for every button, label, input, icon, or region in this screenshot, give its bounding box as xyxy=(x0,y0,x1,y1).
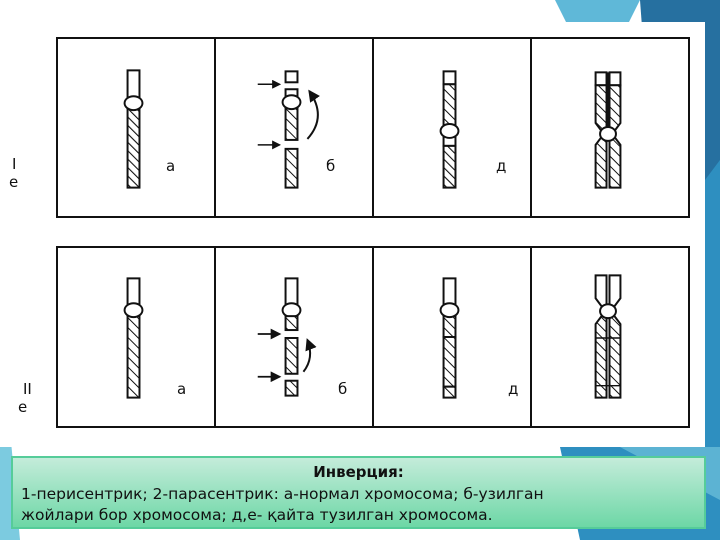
chromatid-pair-icon xyxy=(594,274,622,399)
caption-line-1: 1-перисентрик; 2-парасентрик: а-нормал х… xyxy=(21,485,544,503)
row-label-1-roman: I xyxy=(12,155,17,173)
chromosome-broken-icon xyxy=(257,70,320,189)
cell-1a-normal: а xyxy=(58,39,216,216)
cell-label-a: а xyxy=(177,380,187,398)
caption-title: Инверция: xyxy=(313,463,404,481)
cell-label-a: а xyxy=(166,157,176,175)
figure-row-2: а б д xyxy=(56,246,690,428)
caption-line-2: жойлари бор хромосома; д,е- қайта тузилг… xyxy=(21,506,493,524)
row-label-2-roman: II xyxy=(23,380,32,398)
row-label-1: I е xyxy=(9,155,18,191)
chromosome-inverted-icon xyxy=(439,277,460,399)
cell-2d-inverted: д xyxy=(374,248,532,426)
chromosome-normal-icon xyxy=(123,277,144,399)
row-label-1-letter: е xyxy=(9,173,19,191)
chromosome-normal-icon xyxy=(123,69,144,189)
cell-label-b: б xyxy=(326,157,336,175)
row-label-2-letter: е xyxy=(18,398,28,416)
cell-1b-breaks: б xyxy=(216,39,374,216)
cell-2b-breaks: б xyxy=(216,248,374,426)
chromosome-broken-icon xyxy=(257,277,317,397)
chromosome-inverted-icon xyxy=(439,70,460,189)
cell-label-b: б xyxy=(338,380,348,398)
cell-2a-normal: а xyxy=(58,248,216,426)
figure-row-1: а б д xyxy=(56,37,690,218)
caption-box: Инверция: 1-перисентрик; 2-парасентрик: … xyxy=(11,456,706,529)
cell-label-d: д xyxy=(496,157,507,175)
row-label-2: II е xyxy=(18,380,32,416)
cell-2e-doubled xyxy=(532,248,688,426)
chromatid-pair-icon xyxy=(594,71,622,189)
cell-1d-inverted: д xyxy=(374,39,532,216)
cell-1e-doubled xyxy=(532,39,688,216)
cell-label-d: д xyxy=(508,380,519,398)
